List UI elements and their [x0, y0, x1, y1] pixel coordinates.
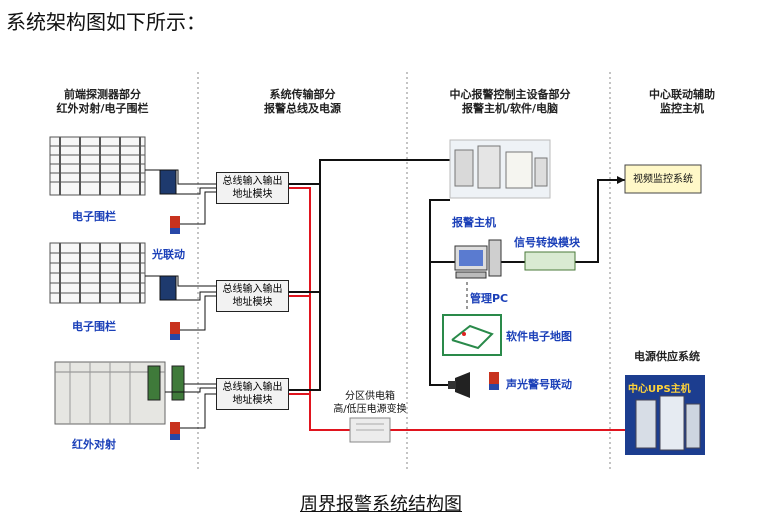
- header-col4: 中心联动辅助 监控主机: [612, 88, 752, 116]
- fence-2-icon: [49, 242, 146, 304]
- header-col1-line1: 前端探测器部分: [64, 88, 141, 101]
- label-infrared: 红外对射: [72, 438, 116, 451]
- label-mgmt-pc: 管理PC: [470, 292, 509, 305]
- header-col3: 中心报警控制主设备部分 报警主机/软件/电脑: [420, 88, 600, 116]
- power-box-label: 分区供电箱 高/低压电源变换: [320, 390, 420, 416]
- header-col2-line2: 报警总线及电源: [264, 102, 341, 115]
- header-col4-line2: 监控主机: [660, 102, 704, 115]
- header-col2-line1: 系统传输部分: [269, 88, 336, 101]
- strobe-light-3-icon: [170, 422, 180, 434]
- power-box-line1: 分区供电箱: [345, 391, 395, 402]
- label-ups: 中心UPS主机: [628, 384, 691, 395]
- header-col2: 系统传输部分 报警总线及电源: [220, 88, 385, 116]
- header-col1-line2: 红外对射/电子围栏: [56, 102, 149, 115]
- header-col1: 前端探测器部分 红外对射/电子围栏: [20, 88, 185, 116]
- power-box-line2: 高/低压电源变换: [333, 404, 407, 415]
- address-module-2: 总线输入输出 地址模块: [216, 280, 289, 312]
- label-ups-title: 电源供应系统: [634, 350, 700, 363]
- detector-wires: [145, 169, 216, 429]
- column-separators: [197, 72, 611, 470]
- fence-controller-2-icon: [159, 275, 177, 301]
- bus-lines: [289, 159, 625, 391]
- module-2-line1: 总线输入输出: [222, 284, 283, 295]
- label-video: 视频监控系统: [633, 174, 693, 185]
- module-1-line1: 总线输入输出: [222, 176, 283, 187]
- label-light-link: 光联动: [152, 248, 185, 261]
- strobe-light-2-icon: [170, 322, 180, 334]
- module-2-line2: 地址模块: [232, 297, 273, 308]
- signal-converter-icon: [524, 251, 576, 271]
- strobe-light-4-icon: [489, 372, 499, 384]
- header-col3-line1: 中心报警控制主设备部分: [449, 88, 571, 101]
- diagram-title: 周界报警系统结构图: [300, 494, 462, 515]
- header-col4-line1: 中心联动辅助: [649, 88, 715, 101]
- alarm-host-devices-icon: [449, 139, 551, 199]
- siren-icon: [448, 372, 470, 398]
- strobe-light-1-icon: [170, 216, 180, 228]
- header-col3-line2: 报警主机/软件/电脑: [461, 102, 559, 115]
- infrared-scene-icon: [54, 361, 185, 425]
- label-e-map: 软件电子地图: [506, 330, 572, 343]
- label-alarm-host: 报警主机: [452, 216, 496, 229]
- e-map-icon: [442, 314, 502, 356]
- label-fence-2: 电子围栏: [72, 320, 116, 333]
- video-monitor-box: [624, 164, 702, 194]
- fence-controller-1-icon: [159, 169, 177, 195]
- address-module-1: 总线输入输出 地址模块: [216, 172, 289, 204]
- module-3-line1: 总线输入输出: [222, 382, 283, 393]
- intro-text: 系统架构图如下所示：: [6, 10, 206, 34]
- ups-image: [625, 375, 705, 455]
- power-lines: [289, 187, 625, 431]
- label-signal-module: 信号转换模块: [514, 236, 580, 249]
- power-distribution-box-icon: [349, 417, 391, 443]
- module-3-line2: 地址模块: [232, 395, 273, 406]
- address-module-3: 总线输入输出 地址模块: [216, 378, 289, 410]
- pc-icon: [454, 239, 502, 279]
- fence-1-icon: [49, 136, 146, 196]
- label-sound-light: 声光警号联动: [506, 378, 572, 391]
- label-fence-1: 电子围栏: [72, 210, 116, 223]
- module-1-line2: 地址模块: [232, 189, 273, 200]
